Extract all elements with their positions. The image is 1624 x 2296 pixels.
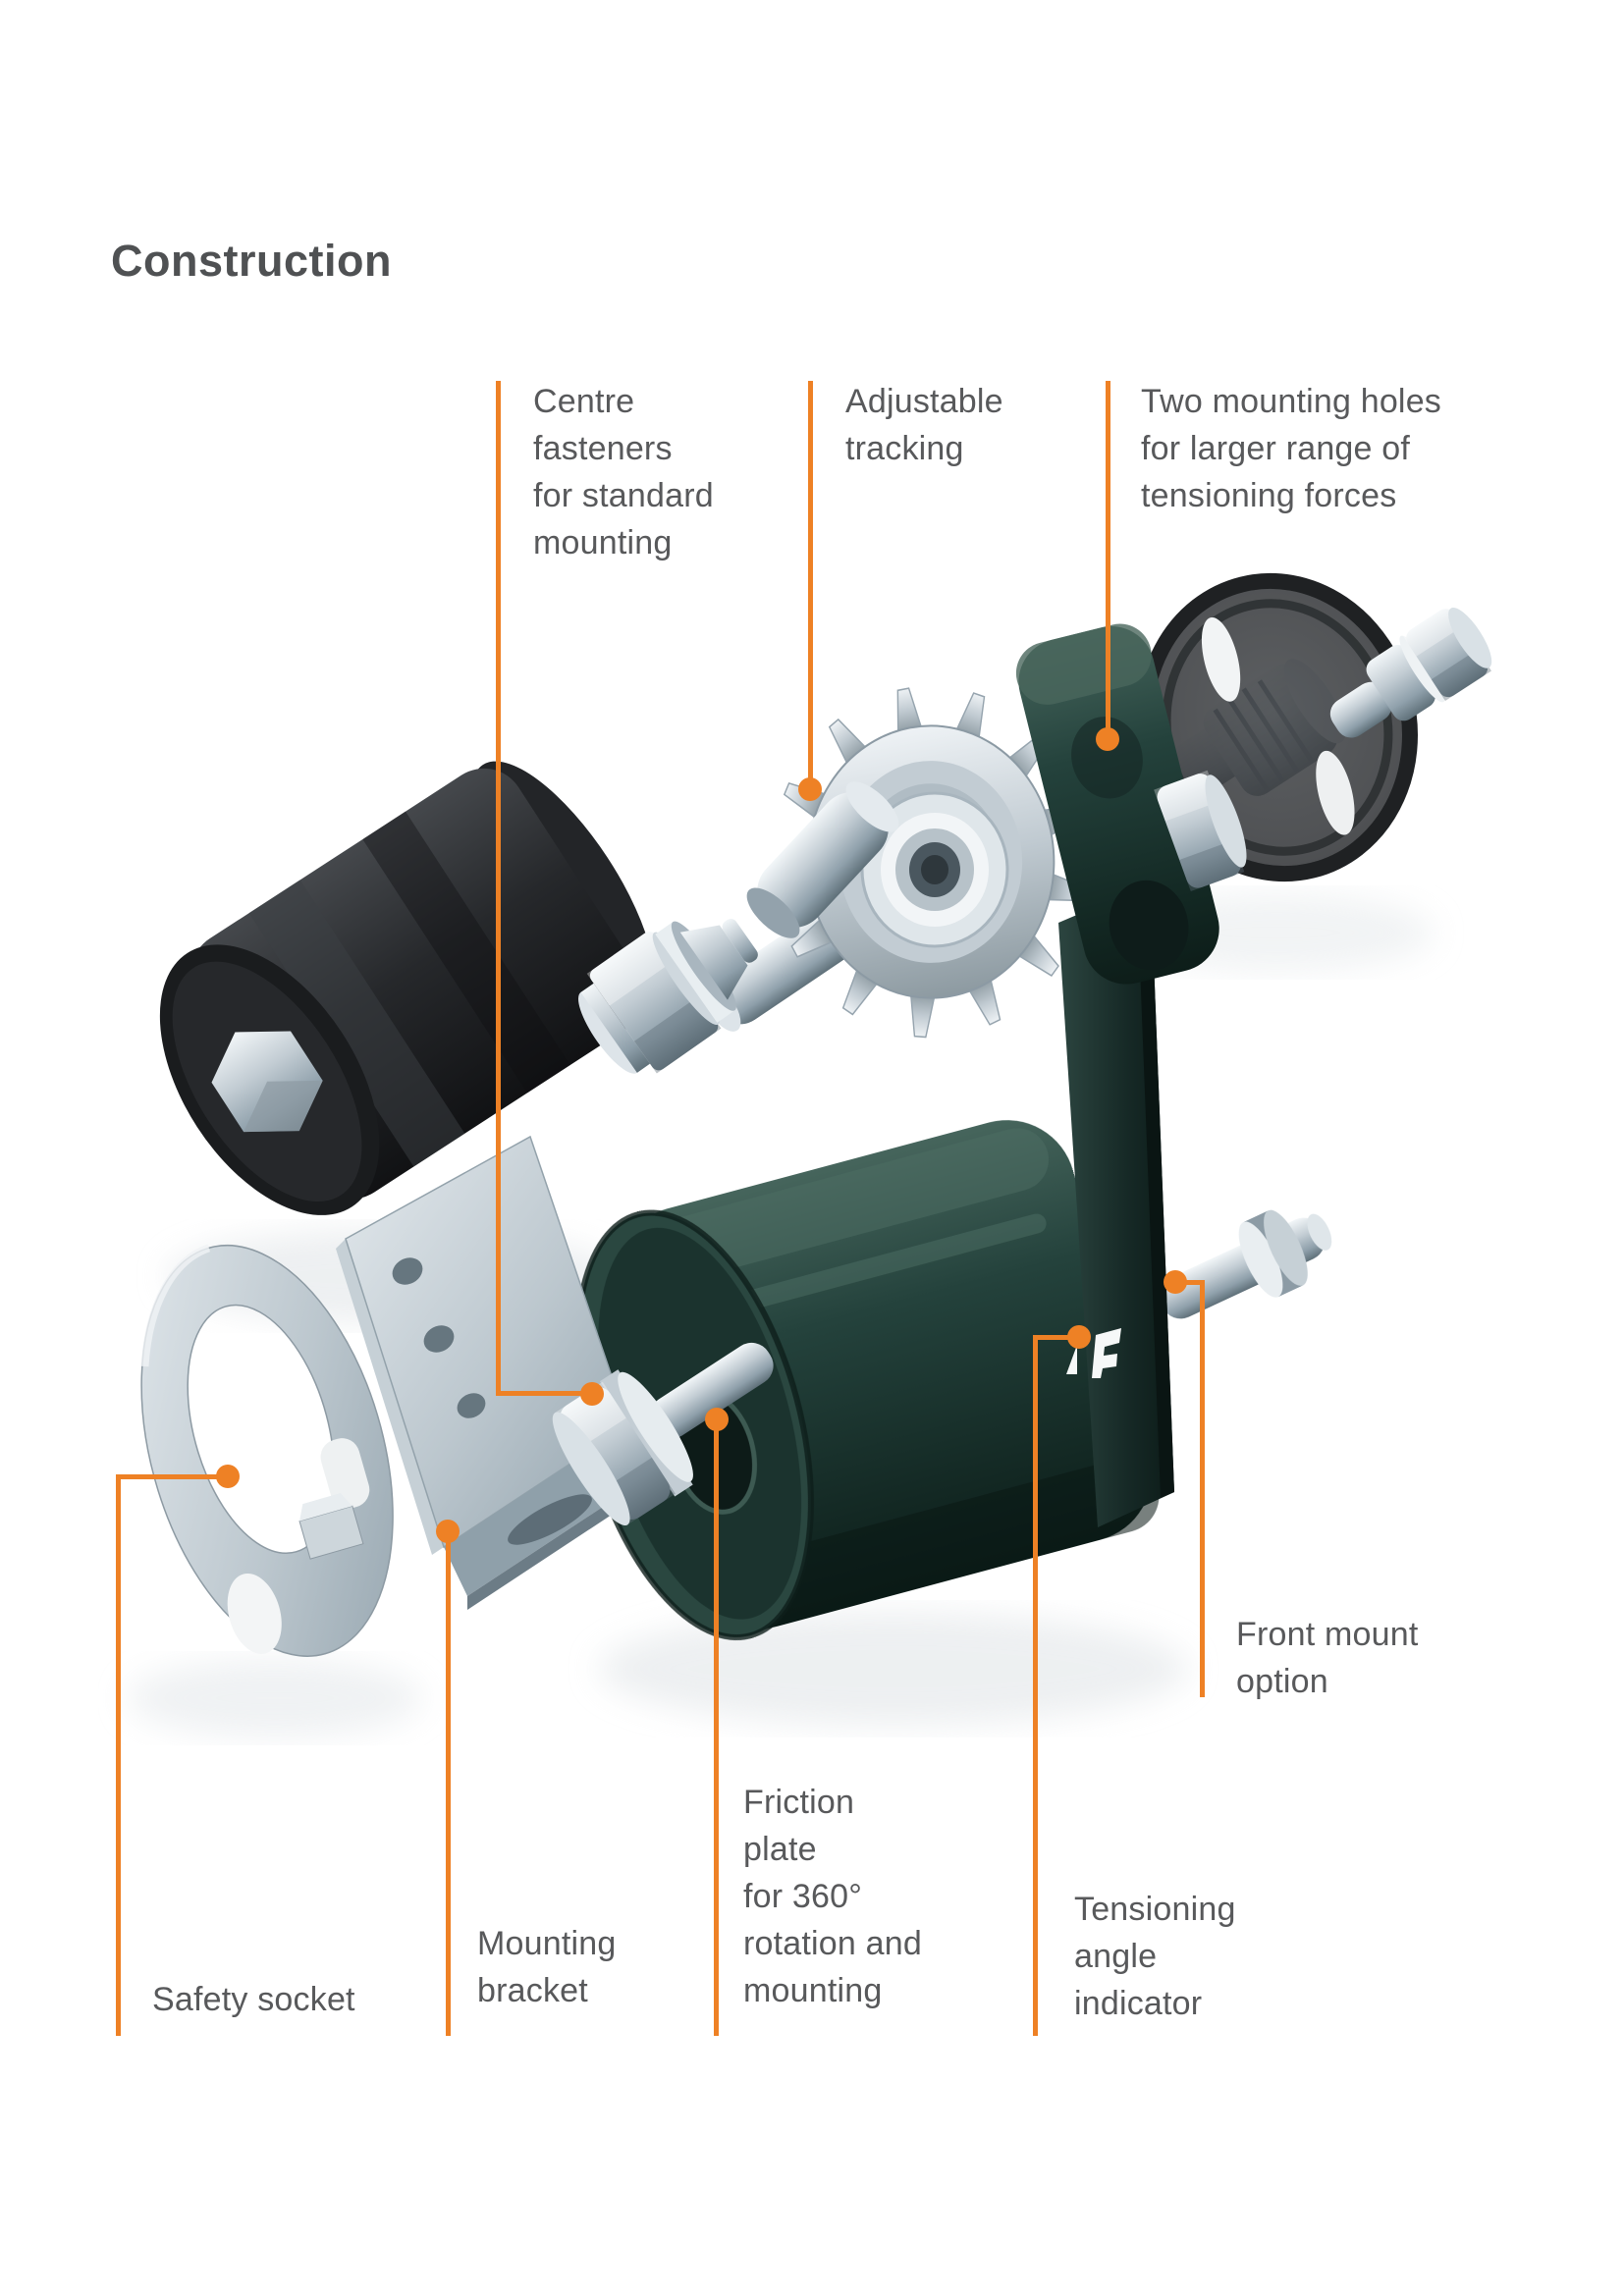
leader-two-mounting-holes-line [1106,381,1110,741]
label-safety-socket: Safety socket [152,1981,355,2018]
label-centre-fasteners: Centre fasteners for standard mounting [533,383,714,561]
label-tensioning-indicator: Tensioning angle indicator [1074,1891,1236,2022]
leader-adjustable-tracking-line [808,381,813,791]
wheel-axle-nut [1329,605,1492,738]
label-two-mounting-holes: Two mounting holes for larger range of t… [1141,383,1441,514]
front-bolt [552,1342,774,1526]
leader-front-mount-line [1200,1280,1205,1697]
leader-two-mounting-holes-dot [1096,727,1119,751]
bearing [860,791,1009,948]
leader-safety-socket-line [116,1474,121,2036]
spacer-cylinder [746,781,899,938]
front-mount-axle [1159,1209,1332,1319]
centre-fastener-stack [578,919,758,1074]
leader-centre-fasteners-elbow [496,1391,594,1396]
leader-adjustable-tracking-dot [798,777,822,801]
leader-tensioning-dot [1067,1325,1091,1349]
leader-friction-plate-line [714,1419,719,2036]
page-title: Construction [111,236,392,286]
leader-safety-socket-elbow [116,1474,229,1479]
mounting-head [1015,623,1247,985]
leader-tensioning-line [1033,1335,1038,2036]
label-adjustable-tracking: Adjustable tracking [845,383,1003,467]
leader-front-mount-elbow [1175,1280,1205,1285]
tension-wheel [1137,572,1492,882]
indicator-marks [1066,1328,1121,1378]
head-nut [1154,770,1247,891]
roller [159,761,656,1215]
label-front-mount: Front mount option [1236,1616,1419,1700]
label-friction-plate: Friction plate for 360° rotation and mou… [743,1784,922,2009]
leader-front-mount-dot [1164,1270,1187,1294]
leader-mounting-bracket-line [446,1531,451,2036]
socket-tab [298,1493,364,1560]
leader-tensioning-elbow [1033,1335,1080,1340]
leader-centre-fasteners-line [496,381,501,1394]
leader-mounting-bracket-dot [436,1520,460,1543]
leader-safety-socket-dot [216,1465,240,1488]
leader-centre-fasteners-dot [580,1382,604,1406]
bracket-arm [1058,883,1174,1527]
label-mounting-bracket: Mounting bracket [477,1925,617,2009]
safety-socket-part [140,1244,394,1657]
leader-friction-plate-dot [705,1408,729,1431]
